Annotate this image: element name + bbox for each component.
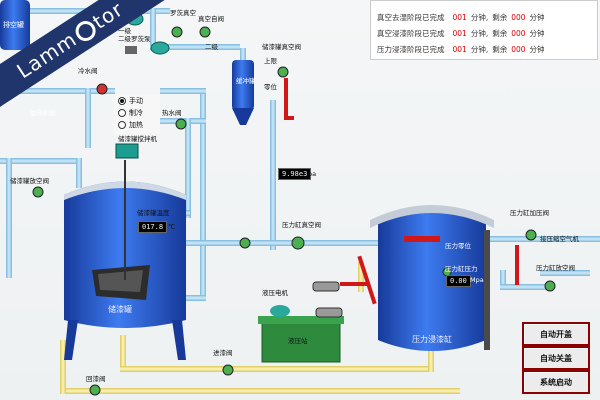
radio-dot-icon: [118, 121, 126, 129]
radio-manual[interactable]: 手动: [118, 96, 143, 106]
label-pressure-zero: 压力零位: [445, 242, 471, 250]
pressure-impregnation-tank: [370, 205, 494, 351]
pressure-readout: 0.00: [446, 275, 471, 287]
label-return-valve: 回漆阀: [86, 375, 106, 383]
hydraulic-station: [258, 305, 344, 363]
label-upper-limit: 上限: [264, 57, 277, 65]
label-rough-vacuum: 罗茨真空: [170, 9, 196, 17]
pressure-unit: Mpa: [470, 276, 484, 284]
status-row-pressure: 压力浸漆阶段已完成 001 分钟, 剩余 000 分钟: [377, 44, 545, 54]
paint-storage-tank: [64, 143, 186, 360]
label-pressure-gauge: 压力缸压力: [445, 265, 478, 273]
label-pump-stage-1: 一级: [118, 27, 131, 35]
auto-open-button[interactable]: 自动开盖: [522, 322, 590, 346]
system-start-button[interactable]: 系统启动: [522, 370, 590, 394]
label-stirrer: 储漆罐搅拌机: [118, 135, 157, 143]
label-paint-temp: 储漆罐温度: [137, 209, 170, 217]
mode-radio-group: 手动 制冷 加热: [114, 94, 160, 134]
label-drain-valve: 进漆阀: [213, 349, 233, 357]
radio-dot-icon: [118, 97, 126, 105]
label-hot-water-valve: 热水阀: [162, 109, 182, 117]
vacuum-unit: pa: [308, 170, 317, 178]
status-row-vacuum: 真空浸漆阶段已完成 001 分钟, 剩余 000 分钟: [377, 28, 545, 38]
label-pressure-vacuum-valve: 压力缸真空阀: [282, 221, 321, 229]
label-vacuum-pump: 二级罗茨泵: [118, 35, 151, 43]
auto-close-button[interactable]: 自动关盖: [522, 346, 590, 370]
label-pump-stage-2: 二级: [205, 43, 218, 51]
label-heating-unit: 加热机组: [30, 109, 56, 117]
label-pressure-vent-valve: 压力缸放空阀: [536, 264, 575, 272]
label-exhaust-tank: 排空罐: [3, 21, 24, 29]
label-lower-limit: 零位: [264, 83, 277, 91]
label-pressure-tank: 压力浸漆缸: [412, 335, 452, 344]
vacuum-readout: 9.98e3: [278, 168, 312, 180]
label-paint-tank: 储漆罐: [108, 305, 132, 314]
pipe-network: [0, 8, 600, 301]
label-gear-pump: 液压电机: [262, 289, 288, 297]
label-vacuum-auto-valve: 真空自阀: [198, 15, 224, 23]
label-compressed-air: 接压缩空气机: [540, 235, 579, 243]
label-cooling-valve: 冷水阀: [78, 67, 98, 75]
radio-cooling[interactable]: 制冷: [118, 108, 143, 118]
valves[interactable]: [32, 26, 556, 396]
label-tank-vent-valve: 储漆罐放空阀: [10, 177, 49, 185]
paint-temp-readout: 017.8: [138, 221, 168, 233]
label-hydraulic-station: 液压站: [288, 337, 308, 345]
paint-temp-unit: ℃: [168, 223, 176, 231]
status-panel: 真空去湿阶段已完成 001 分钟, 剩余 000 分钟 真空浸漆阶段已完成 00…: [370, 0, 598, 60]
status-row-drying: 真空去湿阶段已完成 001 分钟, 剩余 000 分钟: [377, 12, 545, 22]
paint-pipes: [60, 262, 460, 394]
label-tank-vacuum-valve: 储漆罐真空阀: [262, 43, 301, 51]
label-pressure-inlet-valve: 压力缸加压阀: [510, 209, 549, 217]
buffer-tank: [232, 60, 254, 125]
radio-heating[interactable]: 加热: [118, 120, 143, 130]
radio-dot-icon: [118, 109, 126, 117]
label-buffer-tank: 缓冲罐: [236, 77, 256, 85]
exhaust-tank: [0, 0, 30, 50]
